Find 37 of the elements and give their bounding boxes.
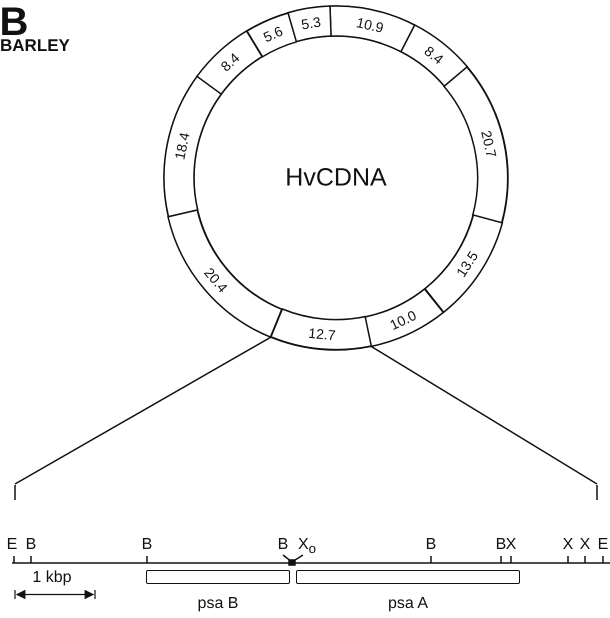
restriction-site-label: E: [6, 537, 18, 553]
fragment-size: 8.4: [422, 44, 446, 67]
fragment-size: 5.3: [300, 14, 322, 32]
fragment-segment: [270, 309, 372, 350]
circular-genome-map: [164, 6, 508, 350]
restriction-site-label: X: [506, 537, 516, 553]
fragment-segment: [288, 6, 332, 42]
restriction-site-label: B: [278, 537, 288, 553]
restriction-site-label: X: [580, 537, 590, 553]
fragment-segment: [197, 30, 262, 94]
fragment-segment: [164, 76, 222, 217]
gene-name: psa B: [198, 595, 238, 613]
restriction-site-label: B: [26, 537, 36, 553]
fragment-size: 20.7: [479, 129, 500, 159]
restriction-site-label: B: [426, 537, 436, 553]
genome-name: HvCDNA: [285, 164, 387, 192]
restriction-site-label: B: [496, 537, 506, 553]
restriction-site-label: X: [562, 537, 574, 553]
fragment-size: 5.6: [261, 24, 285, 45]
fragment-size: 8.4: [218, 50, 242, 74]
scale-label: 1 kbp: [32, 570, 72, 586]
fragment-size: 18.4: [172, 132, 192, 162]
zoom-line: [370, 346, 598, 485]
fragment-segment: [444, 66, 508, 224]
restriction-site-label: E: [598, 537, 608, 553]
fragment-segment: [246, 12, 296, 57]
gene-name: psa A: [388, 595, 428, 613]
fragment-size: 10.9: [355, 14, 386, 35]
fragment-segment: [168, 210, 282, 338]
fragment-segment: [364, 288, 444, 346]
zoom-line: [14, 336, 272, 485]
fragment-size: 10.0: [388, 308, 418, 332]
fragment-segment: [424, 215, 502, 312]
fragment-size: 12.7: [307, 326, 336, 343]
restriction-site-label: X$_{o}$: [298, 537, 316, 556]
restriction-site-label: B: [142, 537, 152, 553]
fragment-segment: [400, 25, 468, 86]
